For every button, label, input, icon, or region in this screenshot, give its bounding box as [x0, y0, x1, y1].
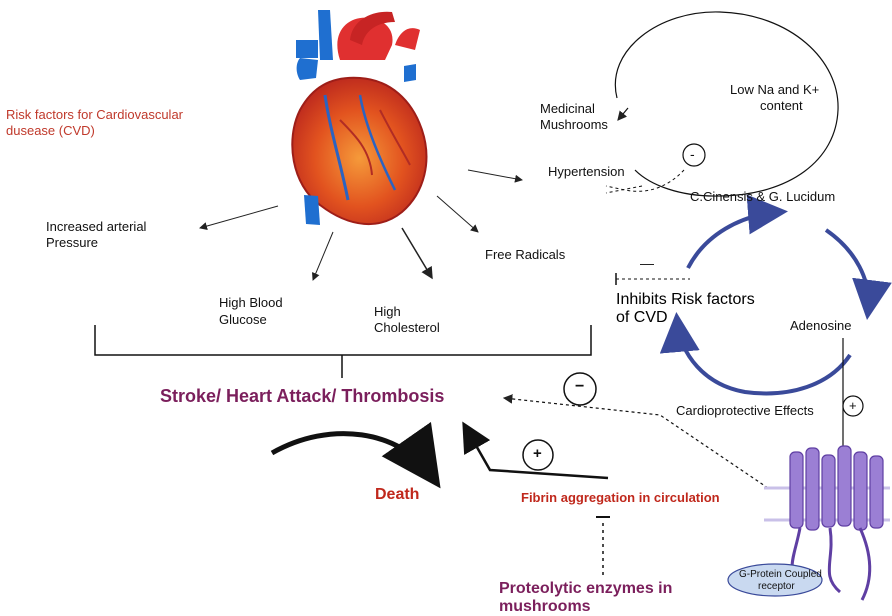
risk-factors-title: Risk factors for Cardiovascular: [6, 107, 183, 122]
increased-arterial-pressure-label: Increased arterial: [46, 219, 147, 234]
gpcr-label: G-Protein Coupled: [739, 569, 822, 580]
low-na-k-content-label-line2: content: [760, 98, 803, 113]
plus-sign-adenosine: +: [849, 398, 857, 413]
high-blood-glucose-label-line2: Glucose: [219, 312, 267, 327]
heart-illustration-icon: [291, 10, 428, 225]
adenosine-label: Adenosine: [790, 318, 852, 333]
minus-sign-stroke: −: [575, 378, 585, 395]
c-cinensis-g-lucidum-label: C.Cinensis & G. Lucidum: [690, 189, 836, 204]
minus-sign-inhibits: —: [640, 255, 654, 271]
hypertension-label: Hypertension: [548, 164, 625, 179]
g-protein-receptor-icon: [727, 445, 890, 601]
minus-sign-top-cycle: -: [690, 146, 695, 162]
inhibits-risk-factors-label-line2: of CVD: [616, 309, 668, 326]
proteolytic-enzymes-label: Proteolytic enzymes in: [499, 580, 673, 597]
high-cholesterol-label-line2: Cholesterol: [374, 320, 440, 335]
stroke-heart-attack-label: Stroke/ Heart Attack/ Thrombosis: [160, 386, 445, 406]
cardioprotective-effects-label: Cardioprotective Effects: [676, 403, 814, 418]
plus-sign-fibrin: +: [533, 445, 542, 462]
medicinal-mushrooms-label-line2: Mushrooms: [540, 117, 608, 132]
death-label: Death: [375, 486, 420, 503]
increased-arterial-pressure-label-line2: Pressure: [46, 235, 99, 250]
low-na-k-content-label: Low Na and K+: [730, 82, 820, 97]
high-cholesterol-label: High: [374, 304, 401, 319]
risk-factors-title-line2: dusease (CVD): [6, 123, 95, 138]
gpcr-label-line2: receptor: [758, 581, 795, 592]
medicinal-mushrooms-label: Medicinal: [540, 101, 595, 116]
proteolytic-enzymes-label-line2: mushrooms: [499, 598, 591, 615]
free-radicals-label: Free Radicals: [485, 247, 566, 262]
high-blood-glucose-label: High Blood: [219, 295, 283, 310]
fibrin-aggregation-label: Fibrin aggregation in circulation: [521, 490, 720, 505]
inhibits-risk-factors-label: Inhibits Risk factors: [616, 291, 755, 308]
